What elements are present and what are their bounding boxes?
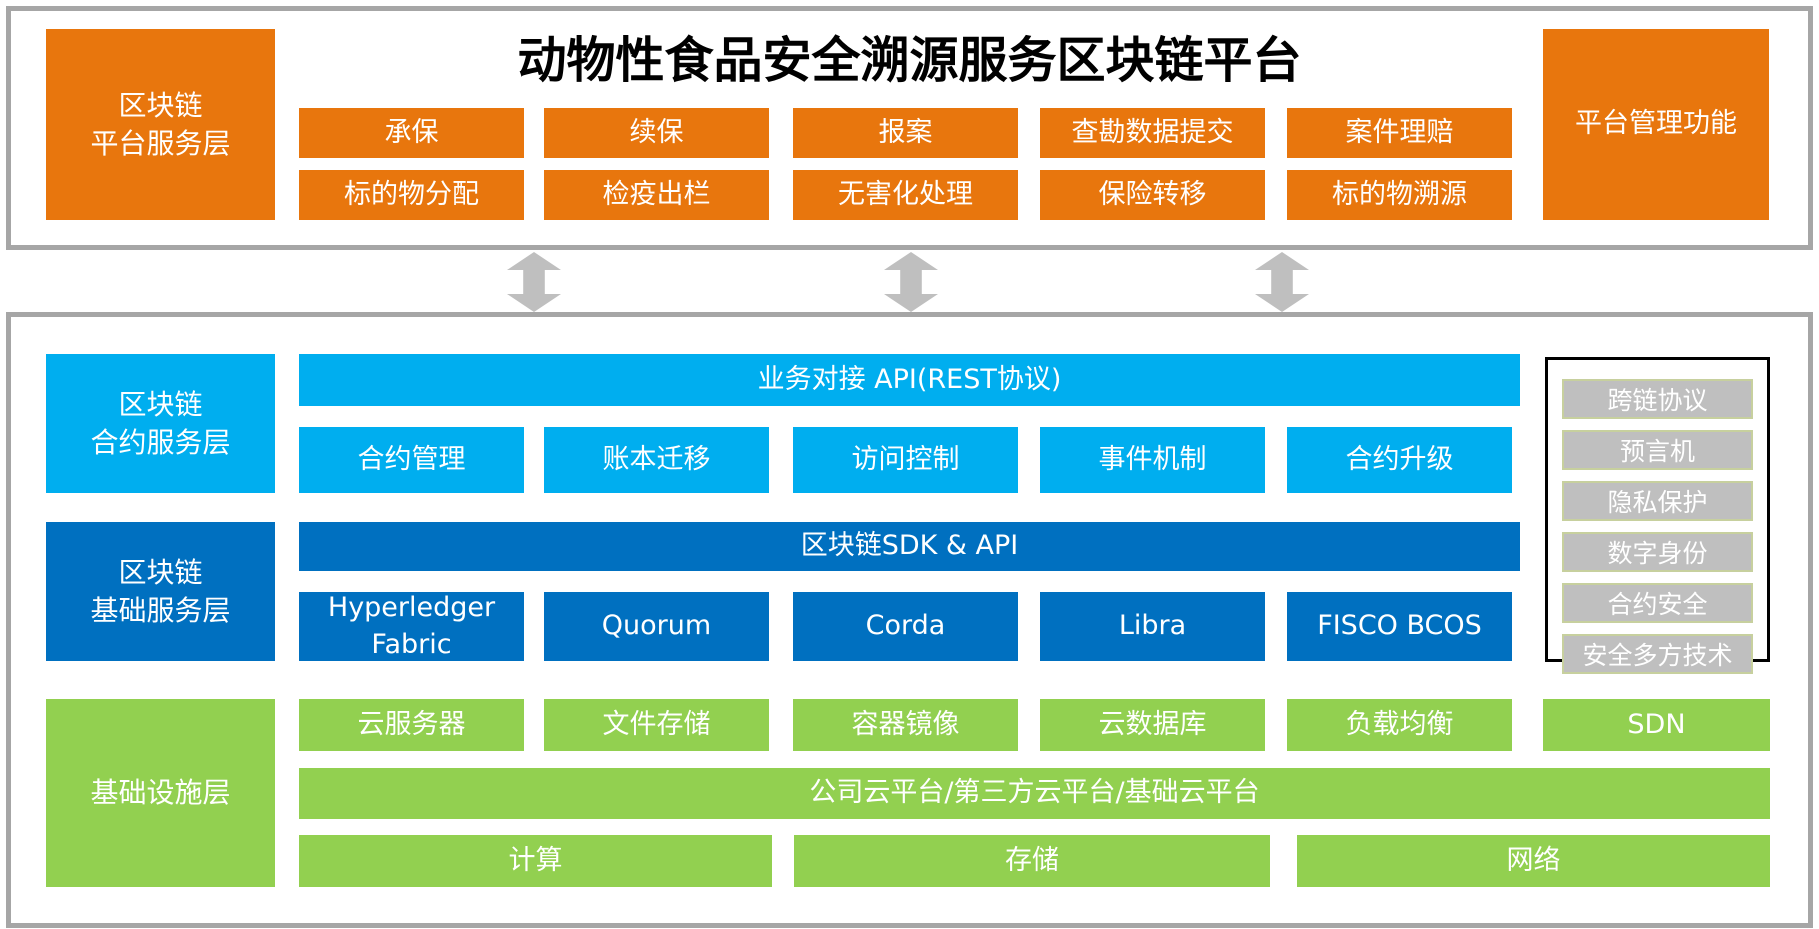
box-cloud-database: 云数据库 [1040,699,1265,751]
layer-infrastructure: 基础设施层 [46,699,275,887]
btn-privacy-protection: 隐私保护 [1562,481,1753,521]
box-renewal: 续保 [544,108,769,158]
box-contract-management: 合约管理 [299,427,524,493]
box-quarantine-outbound: 检疫出栏 [544,170,769,220]
btn-oracle: 预言机 [1562,430,1753,470]
box-network: 网络 [1297,835,1770,887]
box-survey-data-submit: 查勘数据提交 [1040,108,1265,158]
bar-blockchain-sdk-api: 区块链SDK & API [299,522,1520,571]
box-hyperledger-fabric: Hyperledger Fabric [299,592,524,661]
diagram-title: 动物性食品安全溯源服务区块链平台 [517,31,1302,89]
bar-cloud-platform: 公司云平台/第三方云平台/基础云平台 [299,768,1770,819]
up-down-arrow-icon [884,252,938,312]
bar-business-api: 业务对接 API(REST协议) [299,354,1520,406]
btn-digital-identity: 数字身份 [1562,532,1753,572]
btn-cross-chain-protocol: 跨链协议 [1562,379,1753,419]
box-subject-allocation: 标的物分配 [299,170,524,220]
box-underwriting: 承保 [299,108,524,158]
box-harmless-treatment: 无害化处理 [793,170,1018,220]
layer-contract-service-line2: 合约服务层 [90,425,231,459]
layer-base-service-line1: 区块链 [118,555,203,589]
up-down-arrow-icon [1255,252,1309,312]
box-libra: Libra [1040,592,1265,661]
security-tech-panel: 跨链协议 预言机 隐私保护 数字身份 合约安全 安全多方技术 [1545,357,1770,674]
box-cloud-server: 云服务器 [299,699,524,751]
layer-contract-service-line1: 区块链 [118,387,203,421]
layer-platform-service-line2: 平台服务层 [90,126,231,160]
box-subject-traceability: 标的物溯源 [1287,170,1512,220]
layer-base-service: 区块链 基础服务层 [46,522,275,661]
box-access-control: 访问控制 [793,427,1018,493]
layer-platform-service-line1: 区块链 [118,88,203,122]
box-contract-upgrade: 合约升级 [1287,427,1512,493]
box-quorum: Quorum [544,592,769,661]
box-insurance-transfer: 保险转移 [1040,170,1265,220]
box-fisco-bcos: FISCO BCOS [1287,592,1512,661]
box-claim-report: 报案 [793,108,1018,158]
box-platform-management: 平台管理功能 [1543,29,1769,220]
box-load-balancing: 负载均衡 [1287,699,1512,751]
layer-platform-service: 区块链 平台服务层 [46,29,275,220]
btn-secure-multiparty: 安全多方技术 [1562,634,1753,674]
box-sdn: SDN [1543,699,1770,751]
box-event-mechanism: 事件机制 [1040,427,1265,493]
box-ledger-migration: 账本迁移 [544,427,769,493]
layer-base-service-line2: 基础服务层 [90,593,231,627]
btn-contract-security: 合约安全 [1562,583,1753,623]
box-case-settlement: 案件理赔 [1287,108,1512,158]
box-storage: 存储 [794,835,1270,887]
layer-contract-service: 区块链 合约服务层 [46,354,275,493]
box-file-storage: 文件存储 [544,699,769,751]
box-container-image: 容器镜像 [793,699,1018,751]
box-compute: 计算 [299,835,772,887]
up-down-arrow-icon [507,252,561,312]
box-corda: Corda [793,592,1018,661]
